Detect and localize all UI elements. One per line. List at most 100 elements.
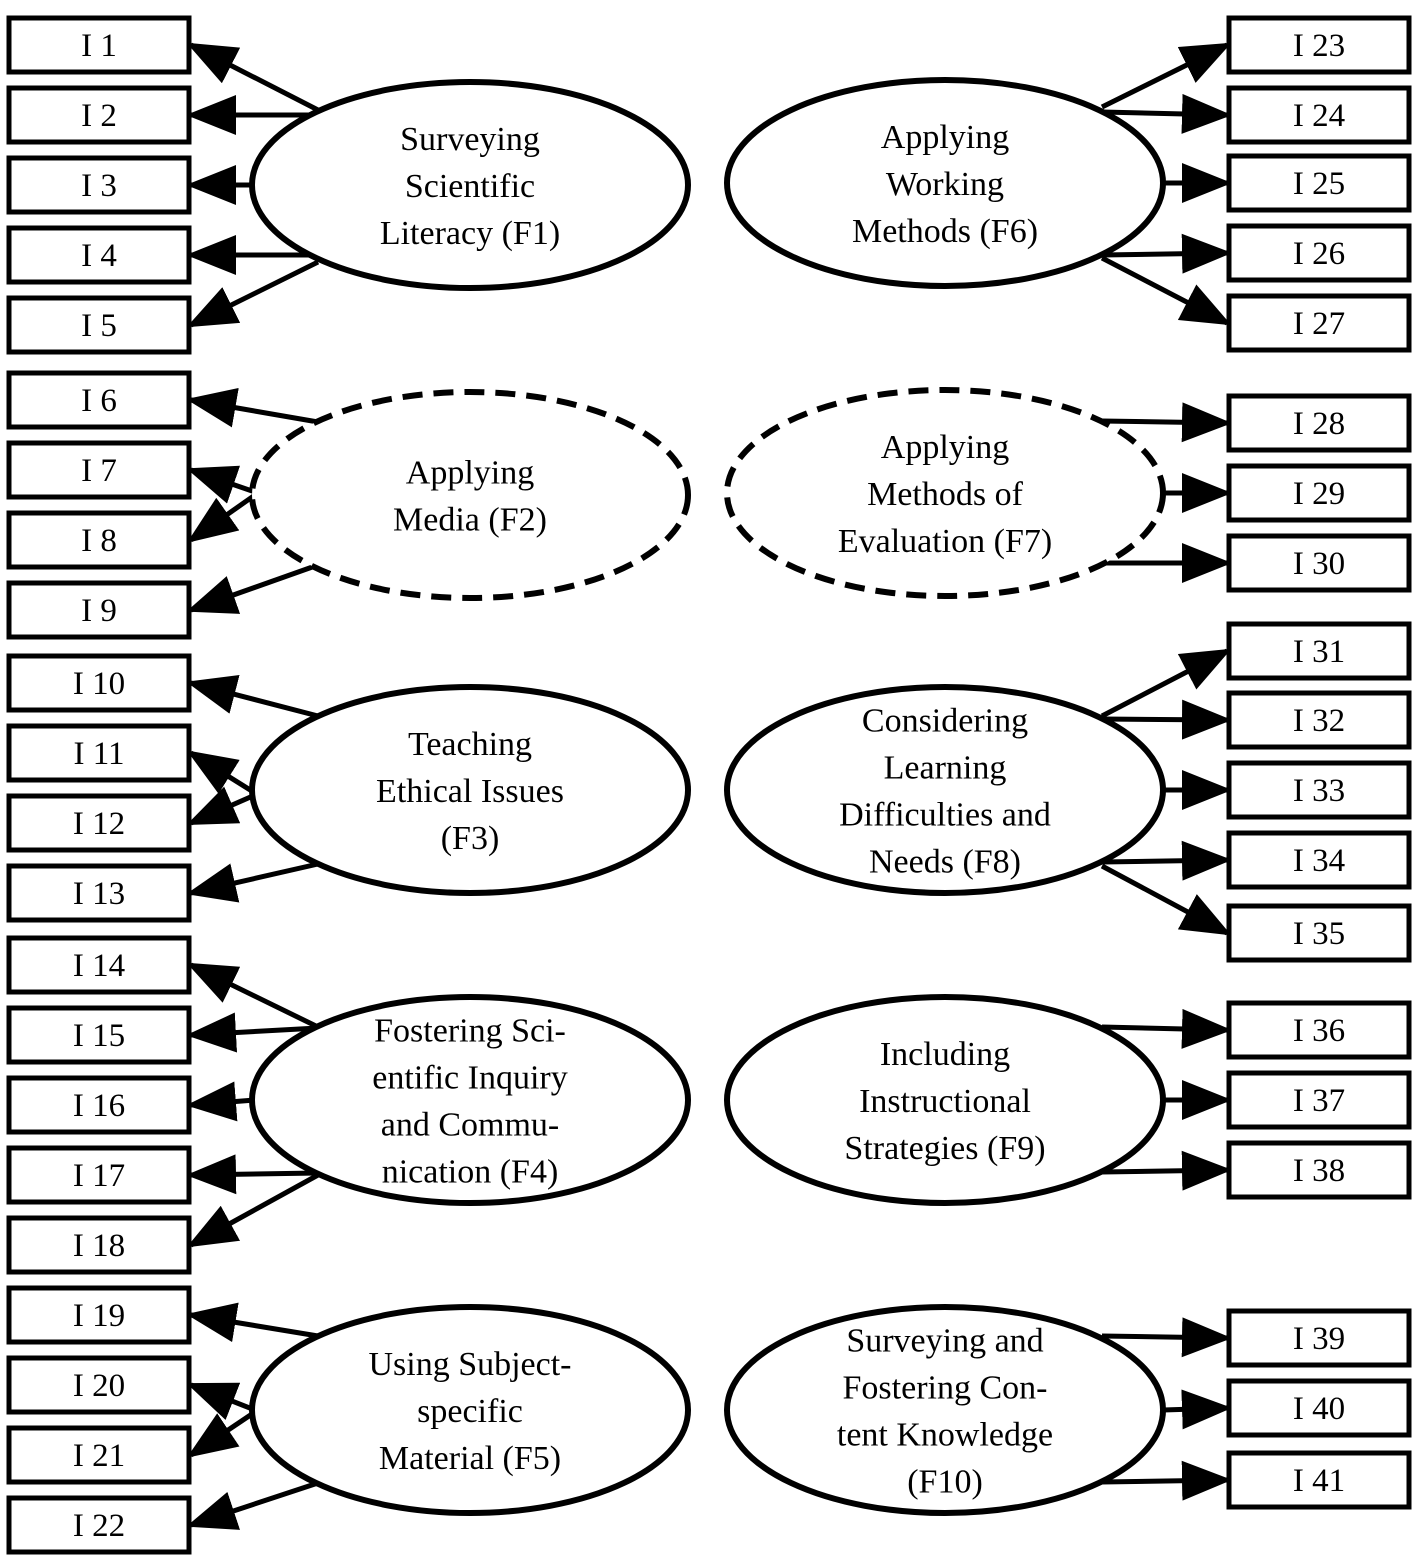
indicator-boxes: I 1I 2I 3I 4I 5I 6I 7I 8I 9I 10I 11I 12I… — [6, 15, 1412, 1555]
indicator-box-frame — [1226, 1140, 1412, 1200]
indicator-box-frame — [1226, 153, 1412, 213]
factor-ellipse — [249, 994, 691, 1206]
indicator-box: I 3 — [6, 155, 192, 215]
factor-label-line: tent Knowledge — [837, 1417, 1053, 1454]
indicator-label: I 6 — [81, 383, 117, 419]
factor-label-line: Working — [886, 166, 1004, 203]
loading-arrow — [186, 42, 320, 113]
loading-arrow — [186, 1172, 320, 1248]
indicator-box-frame — [6, 225, 192, 285]
loading-arrow — [186, 562, 319, 614]
indicator-box-frame — [6, 935, 192, 995]
indicator-box: I 16 — [6, 1075, 192, 1135]
indicator-label: I 9 — [81, 593, 117, 629]
indicator-label: I 29 — [1293, 476, 1345, 512]
indicator-label: I 22 — [73, 1508, 125, 1544]
loading-arrow — [1100, 42, 1232, 110]
factor-ellipse — [724, 994, 1166, 1206]
indicator-label: I 1 — [81, 28, 117, 64]
factor-label-line: Learning — [884, 750, 1007, 787]
indicator-box-frame — [6, 1145, 192, 1205]
loading-arrow — [186, 750, 257, 796]
loading-arrow — [186, 786, 257, 826]
factor-label-line: Fostering Sci- — [374, 1013, 566, 1050]
factor-label-line: Surveying — [400, 121, 540, 158]
indicator-box: I 37 — [1226, 1070, 1412, 1130]
indicator-label: I 41 — [1293, 1463, 1345, 1499]
indicator-box: I 38 — [1226, 1140, 1412, 1200]
factor-label-line: entific Inquiry — [372, 1060, 567, 1097]
indicator-box: I 20 — [6, 1355, 192, 1415]
loading-arrow — [186, 465, 256, 504]
loading-arrow — [1101, 233, 1232, 274]
loading-arrow — [186, 1154, 319, 1195]
loading-arrow — [186, 259, 320, 328]
indicator-label: I 14 — [73, 948, 125, 984]
factor-ellipse — [249, 1304, 691, 1516]
indicator-box-frame — [6, 723, 192, 783]
indicator-box: I 10 — [6, 653, 192, 713]
indicator-box: I 35 — [1226, 903, 1412, 963]
indicator-box-frame — [1226, 293, 1412, 353]
indicator-box-frame — [6, 1075, 192, 1135]
factor-label-line: Instructional — [859, 1083, 1031, 1120]
indicator-label: I 32 — [1293, 703, 1345, 739]
indicator-box: I 4 — [6, 225, 192, 285]
indicator-box: I 29 — [1226, 463, 1412, 523]
indicator-box-frame — [6, 653, 192, 713]
indicator-box-frame — [1226, 690, 1412, 750]
indicator-label: I 31 — [1293, 634, 1345, 670]
indicator-box-frame — [6, 15, 192, 75]
factor-label-line: Considering — [862, 703, 1028, 740]
factor-ellipse — [249, 389, 691, 601]
indicator-label: I 18 — [73, 1228, 125, 1264]
indicator-box-frame — [6, 85, 192, 145]
indicator-box: I 32 — [1226, 690, 1412, 750]
loading-arrow — [1100, 255, 1232, 326]
indicator-box-frame — [6, 1285, 192, 1345]
indicator-box: I 17 — [6, 1145, 192, 1205]
indicator-label: I 38 — [1293, 1153, 1345, 1189]
indicator-box: I 15 — [6, 1005, 192, 1065]
factor-label-line: Strategies (F9) — [844, 1130, 1045, 1167]
loading-arrow — [186, 1409, 257, 1458]
indicator-box-frame — [6, 510, 192, 570]
loading-arrow — [186, 1012, 319, 1053]
indicator-label: I 36 — [1293, 1013, 1345, 1049]
factor-label-line: Needs (F8) — [869, 844, 1021, 881]
indicator-label: I 33 — [1293, 773, 1345, 809]
indicator-box-frame — [6, 370, 192, 430]
factor-label-line: Teaching — [408, 726, 532, 763]
factor-label-line: Applying — [406, 455, 534, 492]
factor-label-line: specific — [417, 1393, 523, 1430]
indicator-label: I 2 — [81, 98, 117, 134]
factor-label-line: Literacy (F1) — [380, 215, 560, 252]
loading-arrow — [186, 1480, 319, 1530]
factor-label-line: Applying — [881, 119, 1009, 156]
indicator-box-frame — [6, 1215, 192, 1275]
indicator-label: I 12 — [73, 806, 125, 842]
factor-label-line: Methods of — [867, 476, 1024, 513]
factor-label-line: Using Subject- — [368, 1346, 571, 1383]
indicator-label: I 19 — [73, 1298, 125, 1334]
indicator-label: I 34 — [1293, 843, 1345, 879]
indicator-label: I 13 — [73, 876, 125, 912]
factor-label-line: Applying — [881, 429, 1009, 466]
indicator-box: I 9 — [6, 580, 192, 640]
indicator-label: I 4 — [81, 238, 117, 274]
indicator-box-frame — [1226, 1450, 1412, 1510]
factor-ellipse — [249, 79, 691, 291]
indicator-box-frame — [1226, 393, 1412, 453]
factor-label-line: Ethical Issues — [376, 773, 564, 810]
indicator-box-frame — [1226, 760, 1412, 820]
indicator-box: I 2 — [6, 85, 192, 145]
factor-label-line: nication (F4) — [382, 1154, 559, 1191]
indicator-label: I 11 — [73, 736, 124, 772]
